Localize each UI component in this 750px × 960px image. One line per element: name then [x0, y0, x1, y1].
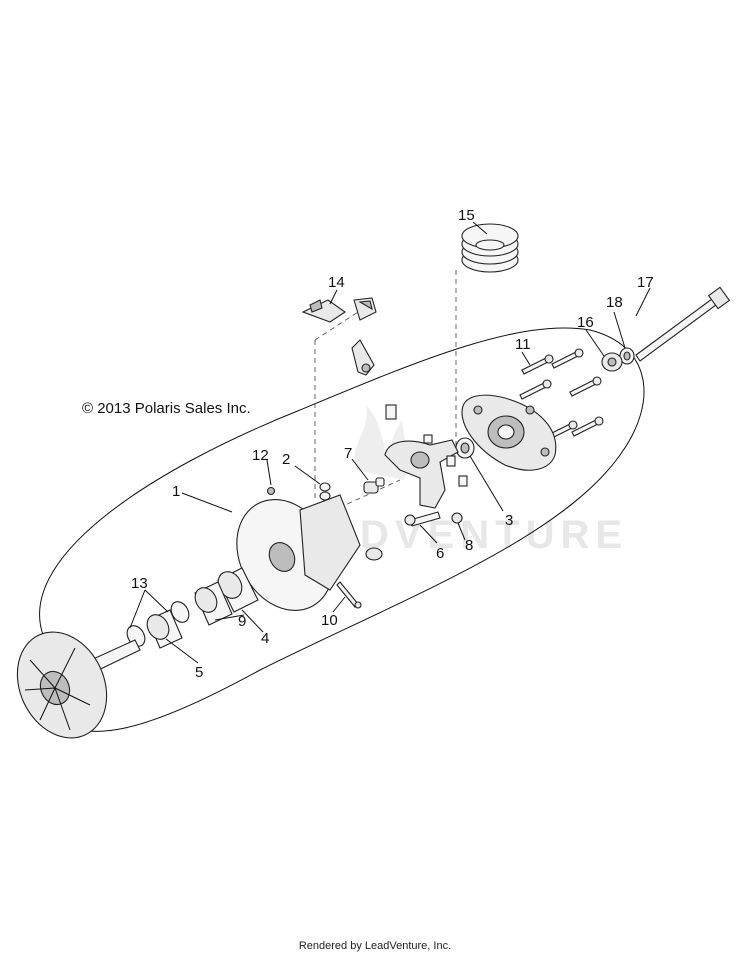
fixed-sheave — [16, 631, 141, 739]
movable-sheave — [236, 494, 361, 611]
copyright-notice: © 2013 Polaris Sales Inc. — [82, 400, 251, 417]
leader-lines — [129, 221, 651, 664]
callout-6: 6 — [436, 545, 444, 562]
callout-1: 1 — [172, 483, 180, 500]
cover-bolts — [519, 348, 604, 441]
callout-5: 5 — [195, 664, 203, 681]
bushings-and-rings — [126, 567, 259, 649]
callouts: 1 2 3 4 5 6 7 8 9 10 11 12 13 14 15 16 1… — [131, 207, 654, 681]
long-pin — [336, 581, 362, 609]
spider-hardware — [365, 511, 463, 561]
through-bolt — [635, 286, 731, 362]
callout-8: 8 — [465, 537, 473, 554]
spring — [461, 223, 519, 273]
callout-3: 3 — [505, 512, 513, 529]
assembly-outline — [39, 327, 645, 732]
callout-15: 15 — [458, 207, 475, 224]
callout-10: 10 — [321, 612, 338, 629]
callout-16: 16 — [577, 314, 594, 331]
washer-and-nut — [601, 347, 635, 372]
footer-credit: Rendered by LeadVenture, Inc. — [298, 940, 452, 952]
callout-14: 14 — [328, 274, 345, 291]
callout-12: 12 — [252, 447, 269, 464]
flyweights — [301, 297, 377, 376]
callout-11: 11 — [515, 336, 531, 353]
callout-13: 13 — [131, 575, 148, 592]
callout-4: 4 — [261, 630, 269, 647]
clutch-cover — [461, 394, 557, 471]
spider — [384, 404, 468, 509]
callout-18: 18 — [606, 294, 623, 311]
callout-2: 2 — [282, 451, 290, 468]
callout-7: 7 — [344, 445, 352, 462]
rollers — [363, 477, 385, 494]
callout-17: 17 — [637, 274, 654, 291]
cover-bushing — [455, 437, 475, 459]
callout-9: 9 — [238, 613, 246, 630]
